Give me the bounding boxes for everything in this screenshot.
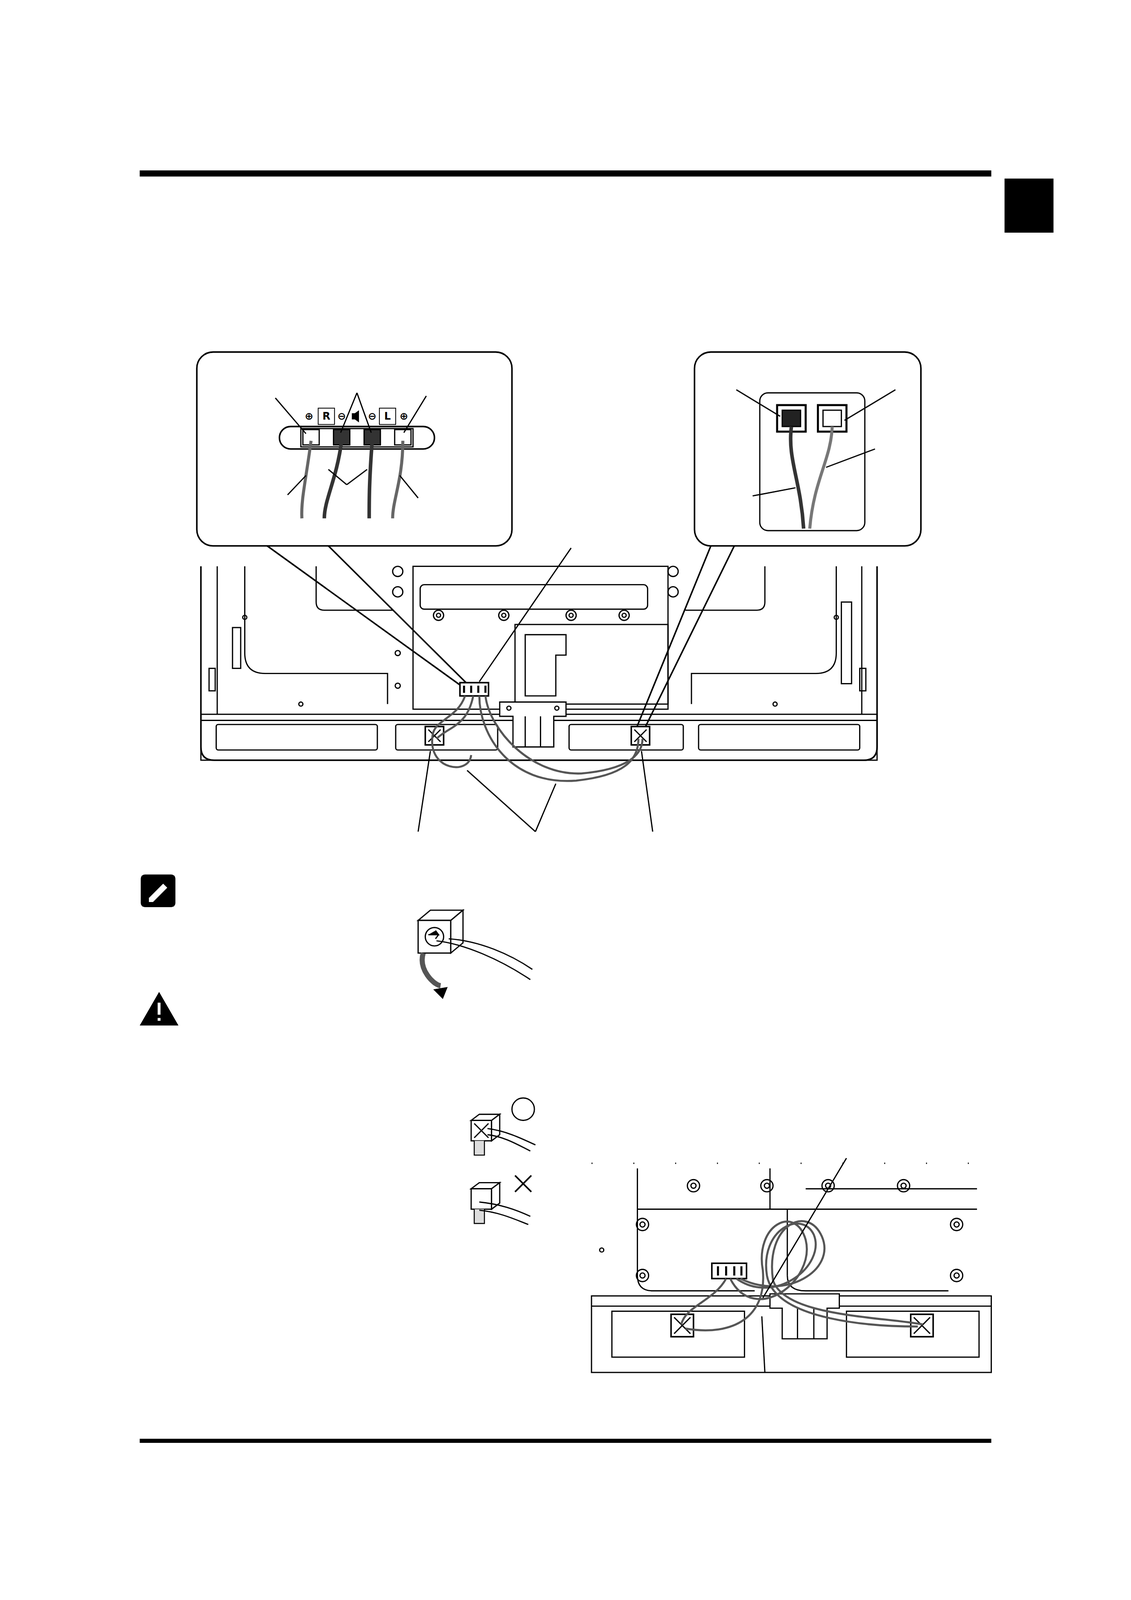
polarity-mark: ⊕ <box>399 411 409 422</box>
polarity-mark: ⊕ <box>304 411 314 422</box>
channel-mark: R <box>322 411 330 422</box>
polarity-mark: ⊖ <box>367 411 377 422</box>
polarity-mark: ⊖ <box>337 411 346 422</box>
channel-mark: L <box>384 411 391 422</box>
